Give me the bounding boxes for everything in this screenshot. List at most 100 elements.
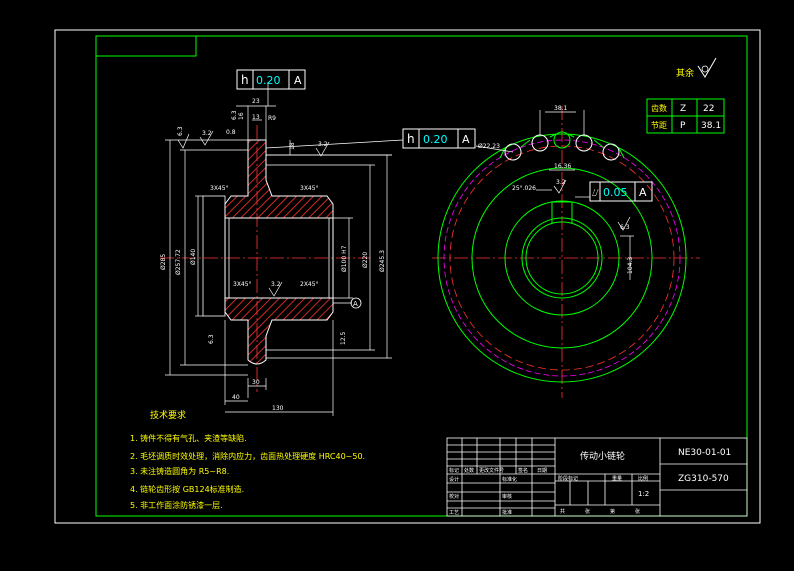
tooth-profile [499,133,625,159]
front-dim-roller: Ø22.23 [478,143,500,150]
datum-a-label: A [353,300,358,308]
front-dim-seat: 16.36 [554,163,571,170]
tb-check: 校对 [449,493,459,500]
bore-circle [525,221,599,295]
front-dim-hub: 104.3 [627,257,634,274]
front-view: 38.1 Ø22.23 16.36 25°.026 104.3 3.2 6.3 … [432,105,700,398]
ra-6-3-b: 6.3 [231,110,238,120]
param-symbol-1: Z [680,104,686,114]
dim-r9: R9 [268,115,276,122]
dim-l40: 40 [232,394,240,401]
dim-d285: Ø285 [160,254,167,270]
tip-circle [437,133,687,383]
tb-standard: 标准化 [502,476,517,483]
tb-process-2: 处数 [464,467,474,474]
tol-3-value: 0.05 [603,186,628,199]
dim-d245: Ø245.3 [379,250,386,272]
tol-1-value: 0.20 [256,74,281,87]
note-2: 2. 毛坯调质时效处理，消除内应力，齿面热处理硬度 HRC40~50. [130,451,365,461]
notes-heading: 技术要求 [150,409,186,421]
dim-d220: Ø220 [362,252,369,268]
dim-l130: 130 [272,405,284,412]
root-circle [449,145,675,371]
param-value-1: 22 [703,104,714,114]
outer-frame [54,29,761,524]
param-symbol-2: P [680,121,686,131]
dim-l30: 30 [252,379,260,386]
dim-chamfer-3: 3X45° [233,281,252,288]
tb-process-5: 日期 [537,468,547,474]
dim-chamfer-4: 2X45° [300,281,319,288]
tb-sheet-2: 张 [635,508,640,515]
dim-16: 16 [238,112,245,120]
surface-note: 其余 [676,67,694,79]
tb-process-4: 签名 [518,467,528,474]
dim-d140: Ø140 [190,249,197,265]
flange-circle [471,167,653,349]
roughness-icon [268,281,283,297]
param-table: 齿数 Z 22 节距 P 38.1 [646,98,725,134]
tol-3-symbol: ⌰ [592,188,599,199]
front-dim-pitch: 38.1 [554,105,568,112]
lower-section [224,297,334,365]
surface-finish-icon [697,57,717,78]
roughness-icon [617,216,631,231]
tol-1-symbol: h [241,73,249,87]
dim-d100: Ø100 H7 [341,245,348,272]
tb-scale: 比例 [638,475,648,482]
roughness-icon [177,133,190,149]
ra-3-2-c: 3.2 [271,281,281,288]
surface-finish-circle-icon [701,65,709,73]
ra-6-3-a: 6.3 [177,126,184,136]
note-5: 5. 非工作面涂防锈漆一层. [130,500,223,510]
dim-chamfer-1: 3X45° [210,185,229,192]
roughness-icon [553,179,567,194]
front-ra-3-2: 3.2 [556,179,566,186]
drawing-scale: 1:2 [638,490,649,498]
tb-stage: 阶段标记 [558,475,578,482]
keyway [551,201,573,223]
drawing-title: 传动小链轮 [580,450,625,462]
bore-circle-outer [521,217,603,299]
section-view: Ø285 Ø257.72 Ø140 Ø100 H7 Ø220 Ø245.3 23… [160,69,476,416]
datum-a-marker [350,297,362,309]
tb-no: 第 [610,508,615,515]
param-name-1: 齿数 [651,103,667,113]
drawing-border [95,35,748,517]
roughness-icon [315,141,330,157]
front-dim-keyway: 25°.026 [512,185,536,192]
dim-d257: Ø257.72 [175,249,182,275]
dim-chamfer-2: 3X45° [300,185,319,192]
tb-process-1: 标记 [449,467,459,474]
pitch-circle [443,139,681,377]
ra-6-3-c: 6.3 [208,334,215,344]
drawing-code: NE30-01-01 [678,448,731,458]
tb-process-3: 更改文件号 [479,467,504,474]
param-value-2: 38.1 [701,121,721,131]
ra-3-2-a: 3.2 [202,130,212,137]
tb-approve: 批准 [502,509,512,516]
corner-code-box [95,35,197,57]
tb-design: 设计 [449,476,459,483]
tb-sheet: 张 [585,508,590,515]
tol-2-symbol: h [407,132,415,146]
dim-l18: 18 [289,142,296,150]
tb-process: 工艺 [449,510,459,516]
tolerance-frame-2: h 0.20 A [402,128,476,149]
tb-total: 共 [560,508,565,515]
title-block [446,437,748,517]
tol-2-value: 0.20 [423,133,448,146]
note-1: 1. 铸件不得有气孔、夹渣等缺陷. [130,433,247,443]
dim-l13: 13 [252,114,260,121]
hub-circle [504,200,620,316]
drawing-material: ZG310-570 [678,474,729,484]
dim-l23: 23 [252,98,260,105]
tolerance-frame-3: ⌰ 0.05 A [589,181,653,202]
upper-section [224,139,334,219]
note-4: 4. 链轮齿形按 GB124标准制造. [130,484,244,494]
tolerance-frame-1: h 0.20 A [236,69,306,90]
ra-12-5: 12.5 [340,331,347,345]
ra-0-8: 0.8 [226,129,236,136]
tol-2-datum: A [462,133,470,146]
